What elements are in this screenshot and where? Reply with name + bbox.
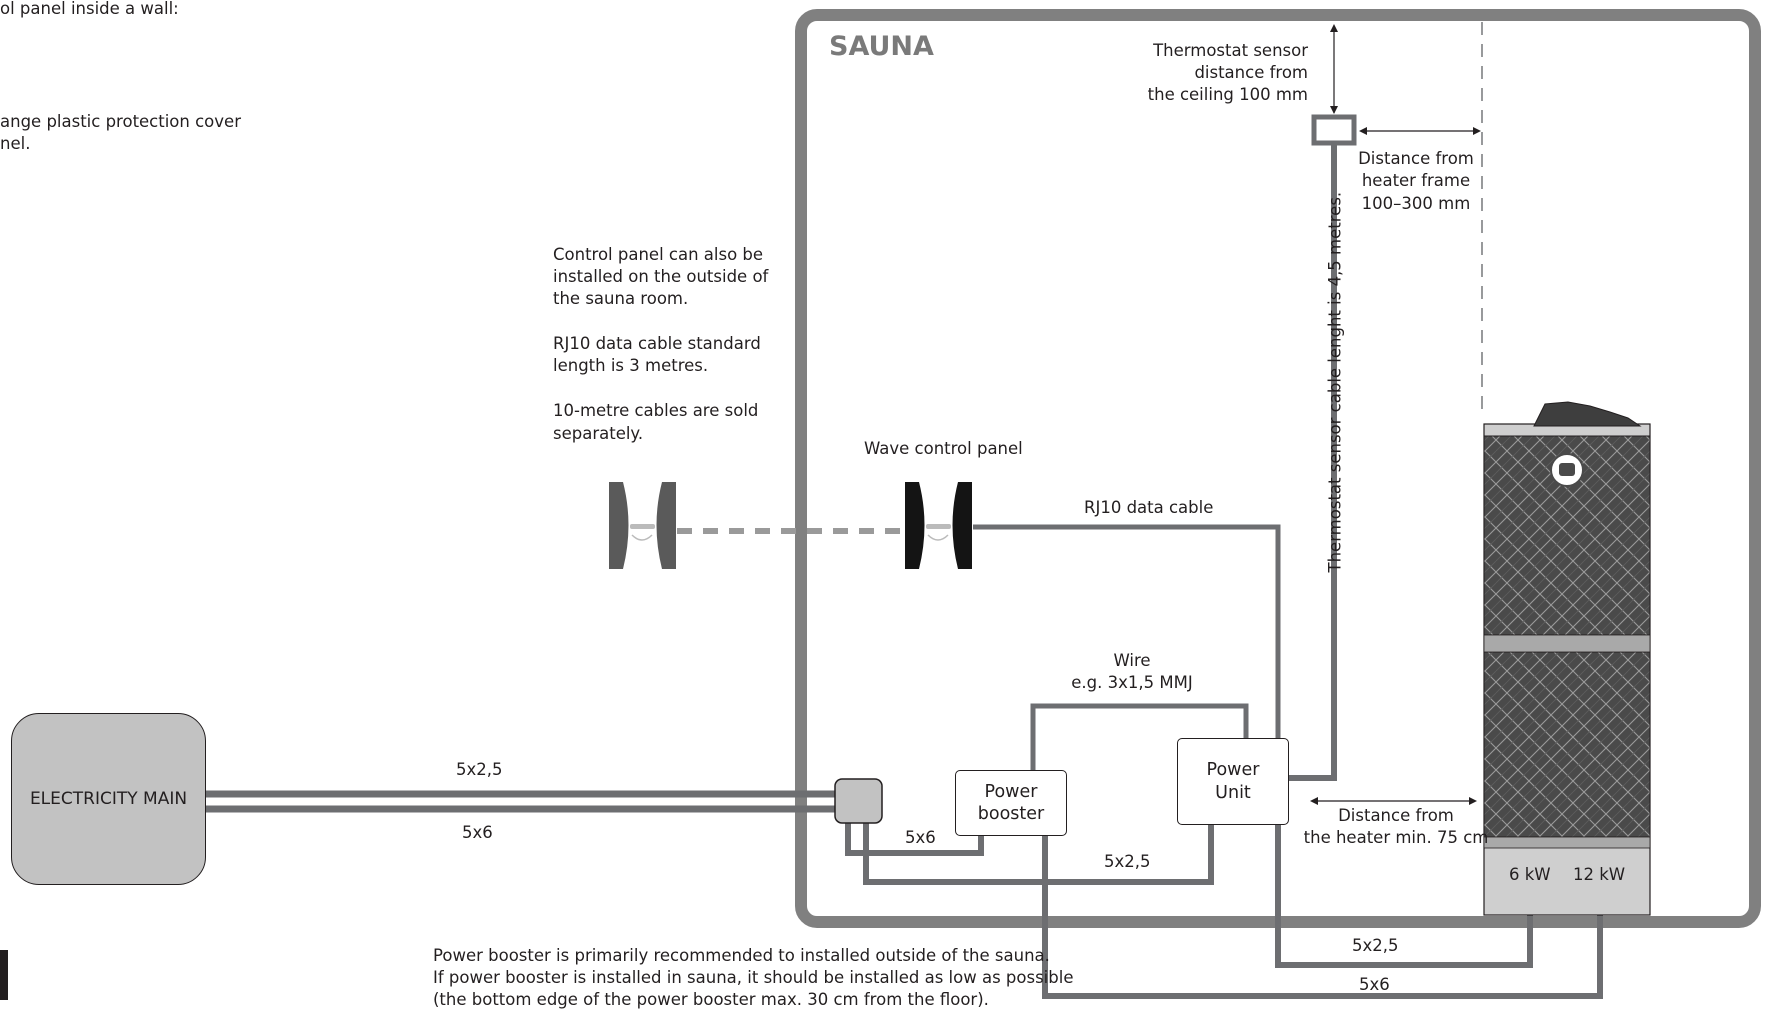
main-cable-bottom-label: 5x6: [462, 823, 493, 842]
note-10m-cables-2: separately.: [553, 424, 644, 443]
cable-booster-heater: [1042, 835, 1603, 999]
junction-booster-label: 5x6: [905, 828, 936, 847]
heater-12kw-label: 12 kW: [1573, 865, 1626, 884]
note-outside-panel-1: Control panel can also be: [553, 245, 764, 264]
rj10-cable-label: RJ10 data cable: [1084, 498, 1214, 517]
note-outside-panel-2: installed on the outside of: [553, 267, 769, 286]
thermostat-label-3: the ceiling 100 mm: [1147, 85, 1308, 104]
heater: [1483, 401, 1651, 916]
heater-frame-label-1: Distance from: [1358, 149, 1474, 168]
rj10-data-cable: [973, 524, 1281, 740]
wave-panel-label: Wave control panel: [864, 439, 1023, 458]
note-top-left-2a: ange plastic protection cover: [0, 112, 241, 131]
wire-label-1: Wire: [1113, 651, 1151, 670]
thermostat-sensor: [1311, 114, 1357, 146]
booster-heater-cable-label: 5x6: [1359, 975, 1390, 994]
note-top-left-2b: nel.: [0, 134, 31, 153]
power-unit-label-2: Unit: [1215, 782, 1251, 803]
power-unit-label-1: Power: [1206, 760, 1260, 780]
thermostat-sensor-cable: [1287, 143, 1337, 781]
cable-unit-heater: [1275, 824, 1533, 968]
sauna-title: SAUNA: [829, 31, 934, 62]
note-bottom-1: Power booster is primarily recommended t…: [433, 946, 1050, 965]
note-rj10-standard-1: RJ10 data cable standard: [553, 334, 761, 353]
note-top-left-1: ol panel inside a wall:: [0, 0, 179, 18]
electricity-main: ELECTRICITY MAIN: [11, 713, 206, 885]
junction-box: [834, 778, 883, 824]
unit-heater-cable-label: 5x2,5: [1352, 936, 1399, 955]
wave-control-panel: [905, 482, 972, 569]
main-cable-top-label: 5x2,5: [456, 760, 503, 779]
power-booster-label-1: Power: [984, 781, 1038, 802]
page-edge-mark: [0, 950, 8, 1000]
heater-distance-label-1: Distance from: [1338, 806, 1454, 825]
note-rj10-standard-2: length is 3 metres.: [553, 356, 709, 375]
thermostat-label-1: Thermostat sensor: [1153, 41, 1308, 60]
wire-label-2: e.g. 3x1,5 MMJ: [1071, 673, 1193, 692]
electricity-main-label: ELECTRICITY MAIN: [29, 789, 188, 809]
note-bottom-3: (the bottom edge of the power booster ma…: [433, 990, 989, 1009]
thermostat-label-2: distance from: [1194, 63, 1308, 82]
note-10m-cables-1: 10-metre cables are sold: [553, 401, 759, 420]
heater-frame-label-3: 100–300 mm: [1361, 194, 1471, 213]
wire-booster-unit: [1030, 703, 1249, 770]
heater-distance-label-2: the heater min. 75 cm: [1303, 828, 1489, 847]
cable-junction-unit: [863, 823, 1214, 885]
note-outside-panel-3: the sauna room.: [553, 289, 689, 308]
outside-control-panel: [609, 482, 676, 569]
cable-junction-booster: [845, 823, 984, 856]
heater-frame-label-2: heater frame: [1361, 171, 1471, 190]
junction-unit-label: 5x2,5: [1104, 852, 1151, 871]
heater-6kw-label: 6 kW: [1509, 865, 1551, 884]
note-bottom-2: If power booster is installed in sauna, …: [433, 968, 1074, 987]
sensor-cable-label: Thermostat sensor cable lenght is 4,5 me…: [1325, 191, 1345, 573]
power-booster-label-2: booster: [977, 804, 1045, 824]
